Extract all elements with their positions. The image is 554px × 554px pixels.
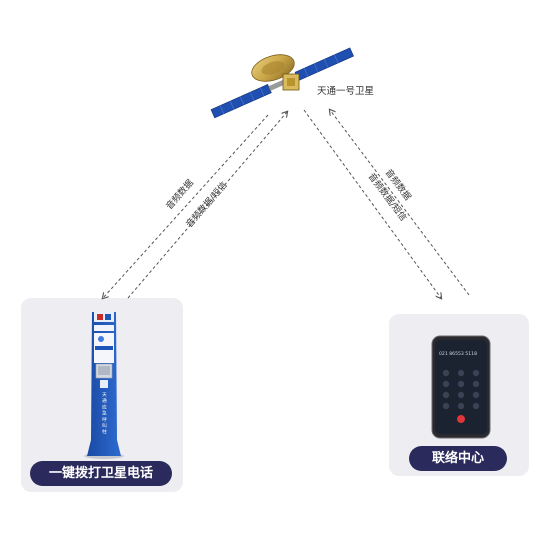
- satellite-label: 天通一号卫星: [317, 86, 375, 97]
- hangup-button-icon: [457, 415, 465, 423]
- pillar-char: 通: [102, 397, 107, 404]
- dialpad: [442, 369, 480, 410]
- label-left-upper: 音频数据: [163, 177, 196, 212]
- pillar-char: 天: [102, 392, 107, 398]
- pillar-vertical-text: 天通应急呼叫柱: [102, 392, 107, 435]
- pillar-char: 叫: [102, 422, 107, 429]
- emergency-call-pillar-icon: [84, 312, 124, 459]
- link-arrows: [103, 109, 470, 299]
- arrow-right-down: [303, 109, 441, 298]
- arrow-left-down: [103, 114, 269, 298]
- arrow-left-up: [127, 112, 287, 299]
- mobile-phone-icon: 021 86553 5118: [431, 335, 491, 439]
- arrow-right-up: [330, 110, 470, 296]
- pillar-char: 柱: [102, 428, 107, 435]
- contact-center-title: 联络中心: [409, 446, 507, 471]
- pillar-char: 呼: [102, 416, 107, 423]
- satellite-icon: [210, 47, 354, 119]
- emergency-call-title: 一键拨打卫星电话: [30, 461, 172, 486]
- pillar-char: 急: [102, 410, 107, 417]
- pillar-char: 应: [102, 403, 107, 410]
- phone-number: 021 86553 5118: [439, 351, 477, 357]
